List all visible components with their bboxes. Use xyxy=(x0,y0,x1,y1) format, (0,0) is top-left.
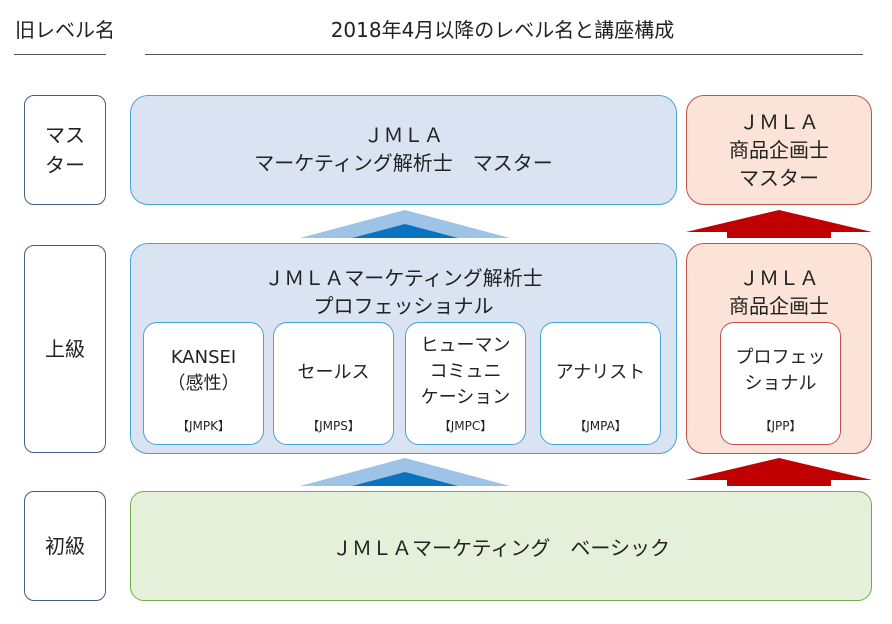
blue-up-arrow-lower xyxy=(300,458,510,486)
master-planner-box: ＪＭＬＡ 商品企画士 マスター xyxy=(686,95,872,205)
course-sales-line-1: セールス xyxy=(297,362,370,383)
course-sales-code: 【JMPS】 xyxy=(307,419,360,433)
master-analyst-box: ＪＭＬＡ マーケティング解析士 マスター xyxy=(130,95,677,205)
basic-box: ＪＭＬＡマーケティング ベーシック xyxy=(130,491,872,601)
course-planner-professional: プロフェッ ショナル 【JPP】 xyxy=(720,322,841,445)
planner-line-2: 商品企画士 xyxy=(729,294,829,318)
course-sales: セールス 【JMPS】 xyxy=(273,322,394,445)
course-planner-line-2: ショナル xyxy=(744,373,817,394)
course-analyst: アナリスト 【JMPA】 xyxy=(540,322,661,445)
master-planner-line-1: ＪＭＬＡ xyxy=(739,110,819,134)
level-beginner-label: 初級 xyxy=(45,534,85,558)
level-master-line-1: マス xyxy=(45,123,85,147)
new-structure-underline xyxy=(145,54,863,55)
level-master-line-2: ター xyxy=(45,153,85,177)
level-advanced: 上級 xyxy=(24,245,106,453)
blue-up-arrow-upper xyxy=(300,210,510,238)
professional-analyst-line-2: プロフェッショナル xyxy=(313,294,494,318)
course-human-line-2: コミュニ xyxy=(429,361,502,382)
course-kansei: KANSEI （感性） 【JMPK】 xyxy=(143,322,264,445)
level-beginner: 初級 xyxy=(24,491,106,601)
level-master: マス ター xyxy=(24,95,106,205)
course-kansei-line-2: （感性） xyxy=(167,373,240,394)
level-advanced-label: 上級 xyxy=(45,337,85,361)
master-analyst-line-1: ＪＭＬＡ xyxy=(363,123,444,147)
course-kansei-line-1: KANSEI xyxy=(170,347,237,368)
master-planner-line-3: マスター xyxy=(739,166,819,190)
professional-analyst-line-1: ＪＭＬＡマーケティング解析士 xyxy=(264,266,543,290)
course-analyst-line-1: アナリスト xyxy=(555,362,646,383)
old-level-underline xyxy=(14,54,106,55)
old-level-heading: 旧レベル名 xyxy=(15,18,115,42)
course-human-line-1: ヒューマン xyxy=(420,335,511,356)
planner-line-1: ＪＭＬＡ xyxy=(739,266,819,290)
course-human-communication: ヒューマン コミュニ ケーション 【JMPC】 xyxy=(405,322,526,445)
red-up-arrow-upper xyxy=(686,210,872,238)
course-planner-line-1: プロフェッ xyxy=(735,347,826,368)
basic-label: ＪＭＬＡマーケティング ベーシック xyxy=(332,535,670,560)
course-analyst-code: 【JMPA】 xyxy=(574,419,627,433)
course-planner-code: 【JPP】 xyxy=(759,419,802,433)
red-up-arrow-lower xyxy=(686,458,872,486)
master-planner-line-2: 商品企画士 xyxy=(729,138,829,162)
course-human-line-3: ケーション xyxy=(420,387,511,408)
course-kansei-code: 【JMPK】 xyxy=(177,419,230,433)
master-analyst-line-2: マーケティング解析士 マスター xyxy=(254,151,553,175)
course-human-code: 【JMPC】 xyxy=(438,419,493,433)
new-structure-heading: 2018年4月以降のレベル名と講座構成 xyxy=(330,18,675,42)
